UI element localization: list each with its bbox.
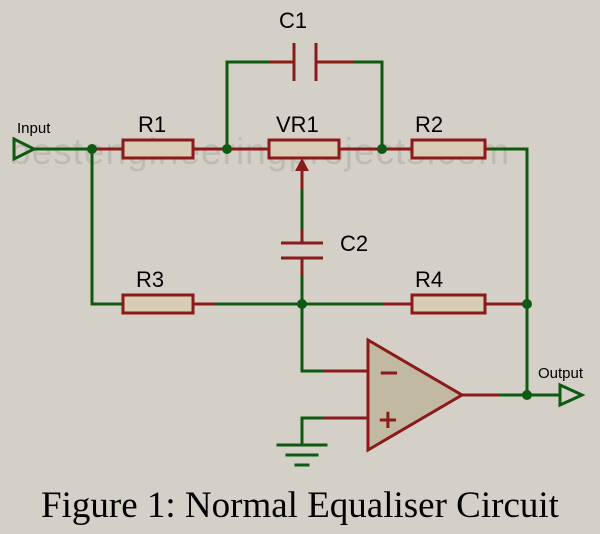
resistor-r1: R1 xyxy=(121,112,195,160)
potentiometer-vr1: VR1 xyxy=(267,112,341,171)
c2-label: C2 xyxy=(340,231,368,256)
r3-label: R3 xyxy=(136,267,164,292)
vr1-label: VR1 xyxy=(276,112,319,137)
input-arrow-icon xyxy=(12,136,38,162)
wiper-arrow-icon xyxy=(295,158,309,171)
figure-caption: Figure 1: Normal Equaliser Circuit xyxy=(41,485,560,526)
junction-nodes xyxy=(87,144,532,400)
capacitor-c2: C2 xyxy=(281,231,368,260)
resistor-r3: R3 xyxy=(121,267,195,315)
capacitor-c1: C1 xyxy=(279,8,318,81)
non-inverting-input-sign: + xyxy=(377,405,399,435)
inverting-input-sign: − xyxy=(378,358,400,388)
r4-label: R4 xyxy=(415,267,443,292)
resistor-r4: R4 xyxy=(410,267,487,315)
input-port: Input xyxy=(12,120,51,162)
c1-label: C1 xyxy=(279,8,307,33)
resistor-r2: R2 xyxy=(410,112,487,160)
input-label: Input xyxy=(17,120,51,137)
op-amp: − + xyxy=(366,337,465,453)
wiring xyxy=(34,60,562,467)
output-arrow-icon xyxy=(558,382,586,408)
output-port: Output xyxy=(538,365,586,408)
r2-label: R2 xyxy=(415,112,443,137)
r1-label: R1 xyxy=(138,112,166,137)
output-label: Output xyxy=(538,365,584,382)
